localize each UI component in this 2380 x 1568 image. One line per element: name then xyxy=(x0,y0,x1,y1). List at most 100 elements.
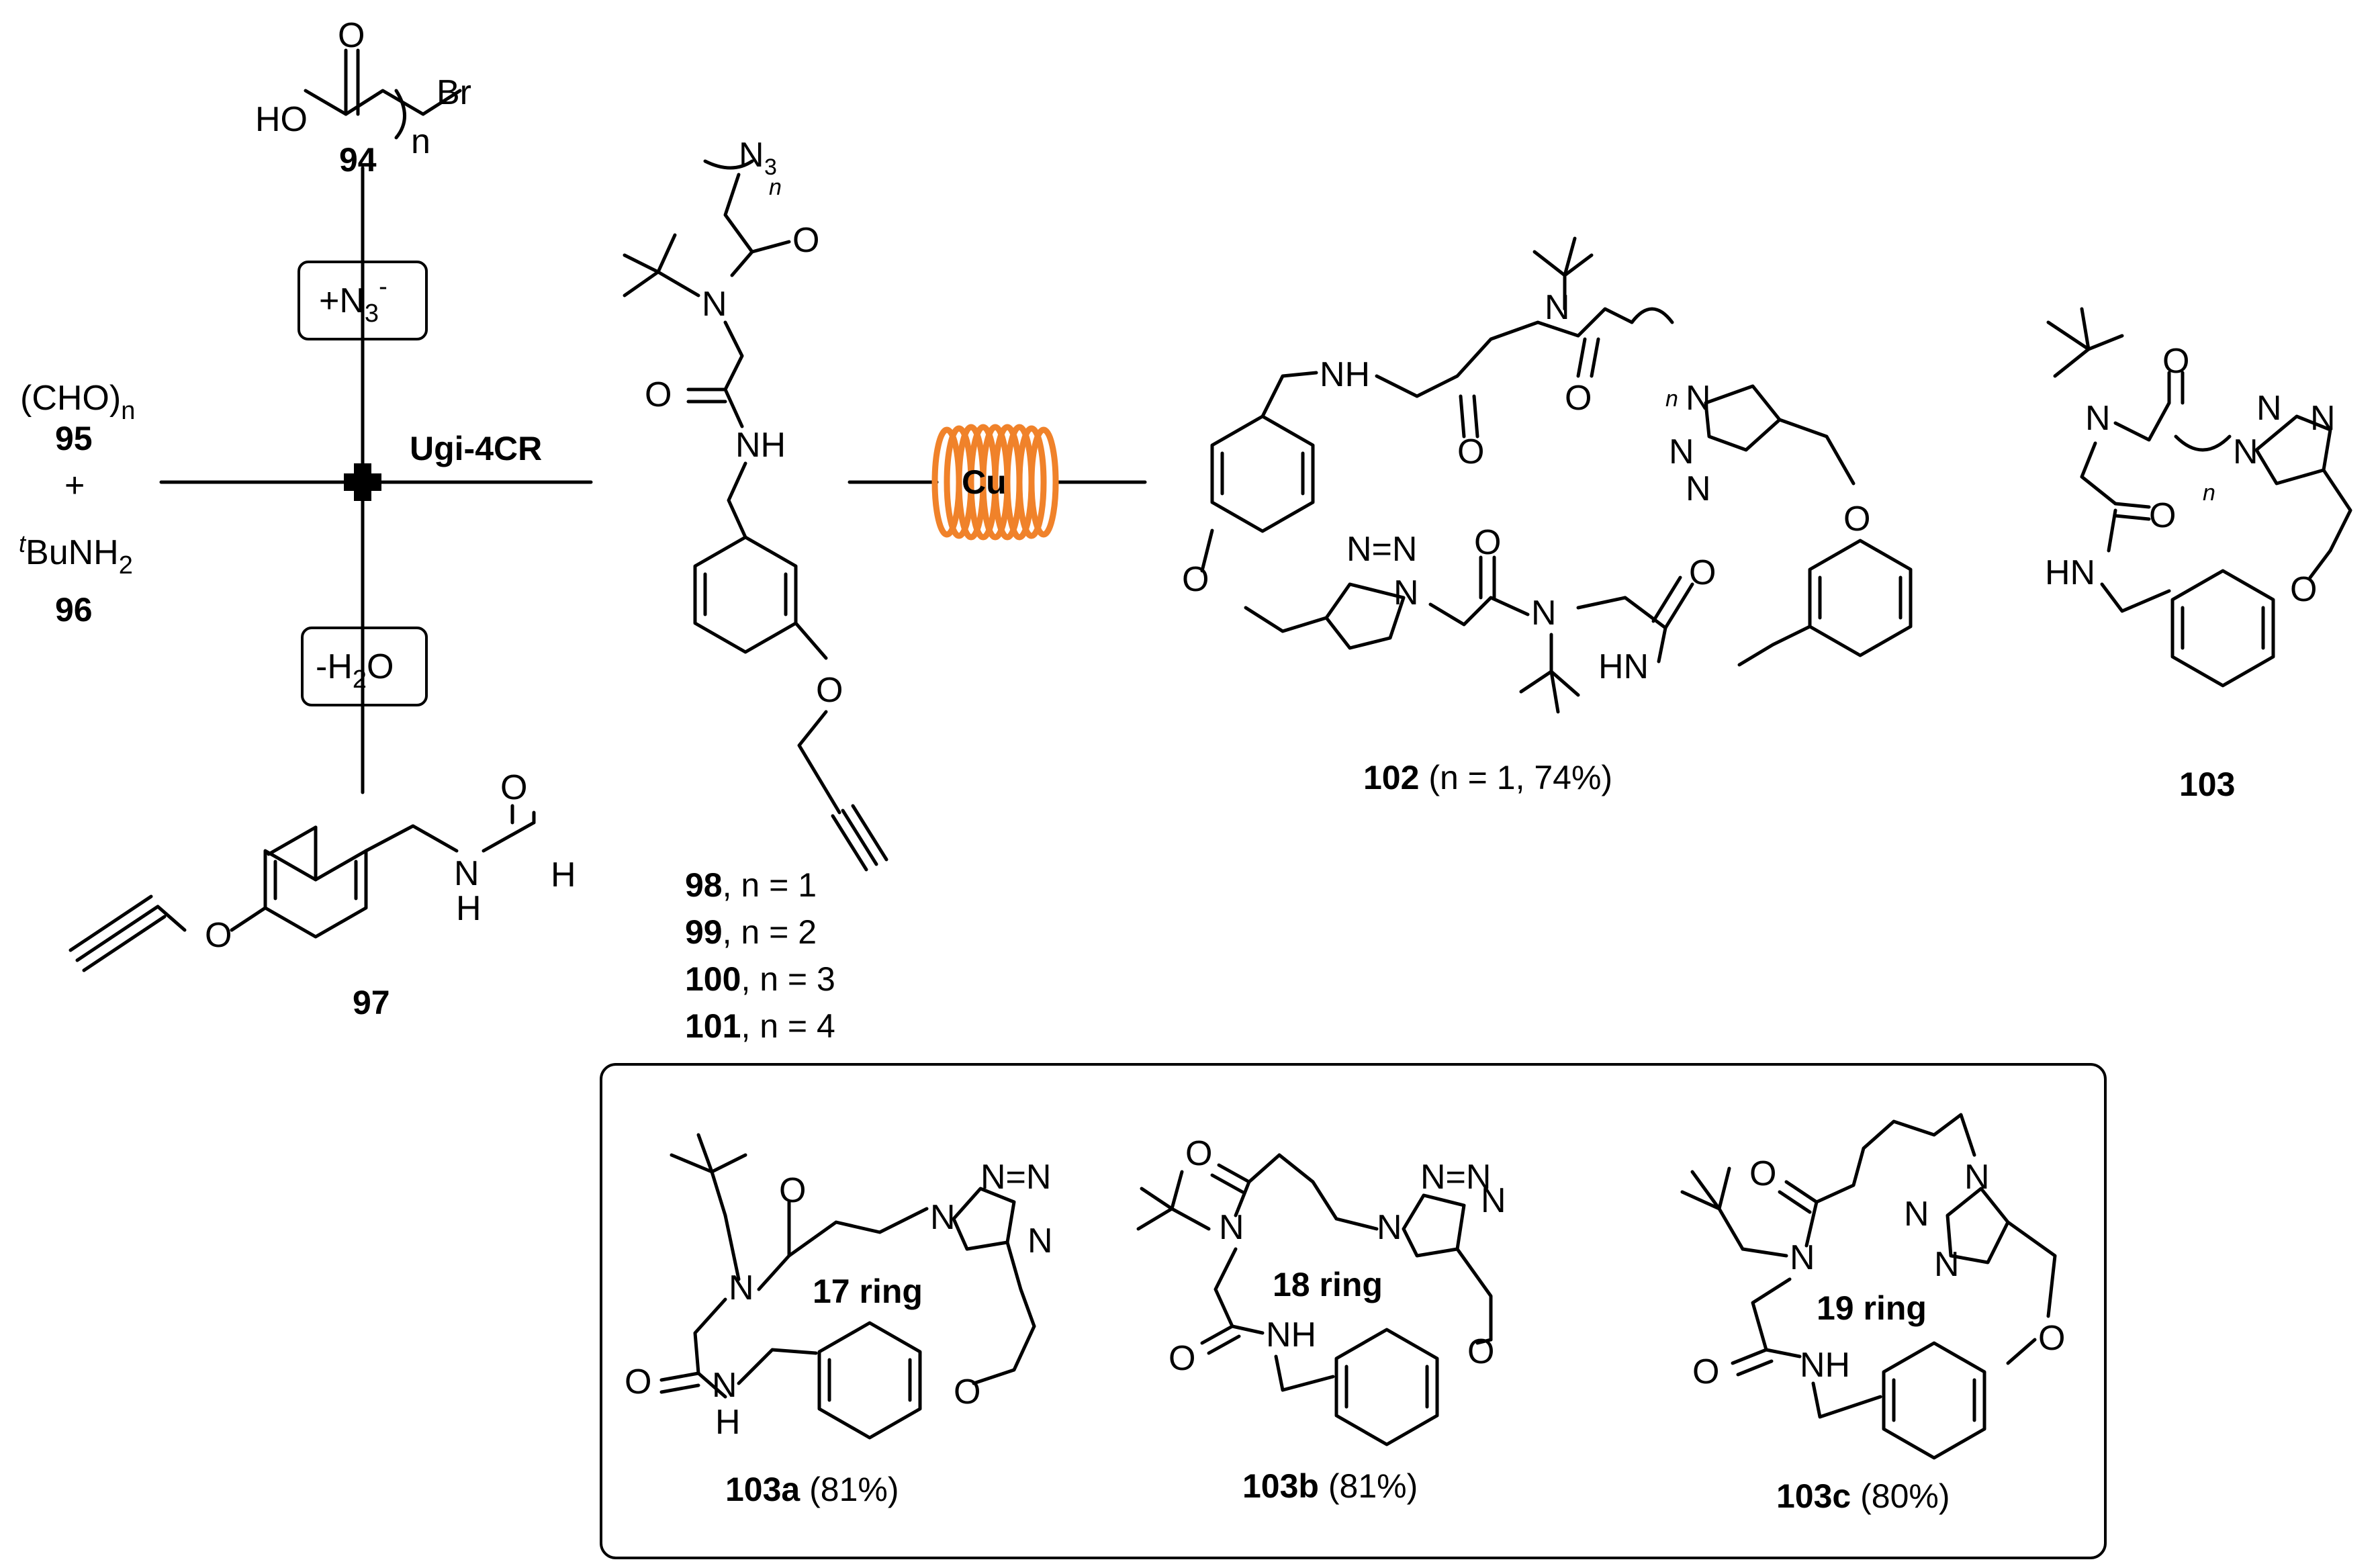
svg-text:O: O xyxy=(2162,342,2189,381)
svg-text:(CHO)n: (CHO)n xyxy=(20,379,135,425)
svg-text:N: N xyxy=(2085,399,2111,438)
svg-text:+N3-: +N3- xyxy=(319,273,387,328)
examples-box xyxy=(600,1063,2107,1559)
svg-text:O: O xyxy=(205,916,232,955)
svg-text:-H2O: -H2O xyxy=(316,647,394,694)
reactant-97: O O H N H 97 xyxy=(68,768,576,1021)
intermediate-98-101: N 3 n O N O NH O xyxy=(623,136,888,872)
product-103a: N O N N=N N 17 ring O N H O 103a (81%) xyxy=(625,1133,1053,1508)
svg-text:N: N xyxy=(454,854,479,893)
svg-text:17 ring: 17 ring xyxy=(813,1273,923,1310)
svg-text:N: N xyxy=(1219,1208,1244,1247)
svg-text:HN: HN xyxy=(2045,553,2095,592)
svg-text:H: H xyxy=(551,856,576,894)
svg-text:O: O xyxy=(338,16,365,55)
svg-text:N: N xyxy=(1934,1245,1960,1284)
svg-text:n: n xyxy=(1665,386,1678,412)
svg-text:N: N xyxy=(702,285,727,324)
svg-text:NH: NH xyxy=(735,426,786,465)
svg-text:O: O xyxy=(1692,1352,1719,1391)
svg-text:19 ring: 19 ring xyxy=(1817,1289,1927,1327)
svg-text:O: O xyxy=(1457,432,1484,471)
svg-text:N: N xyxy=(930,1198,956,1237)
svg-text:Br: Br xyxy=(437,73,471,112)
svg-text:N: N xyxy=(1027,1221,1053,1260)
svg-text:N=N: N=N xyxy=(980,1158,1051,1197)
svg-text:O: O xyxy=(954,1373,980,1412)
svg-text:O: O xyxy=(779,1171,806,1210)
product-103: N O n N N N O HN O 103 xyxy=(2045,307,2352,803)
svg-text:N=N: N=N xyxy=(1420,1158,1491,1197)
svg-text:O: O xyxy=(1474,523,1501,562)
copper-catalyst-icon: Cu xyxy=(848,424,1147,541)
svg-text:3: 3 xyxy=(764,154,777,180)
svg-text:O: O xyxy=(500,768,527,807)
svg-text:N: N xyxy=(1790,1238,1815,1277)
svg-text:N: N xyxy=(1531,594,1557,633)
svg-text:NH: NH xyxy=(1800,1346,1850,1385)
svg-text:95: 95 xyxy=(55,420,93,457)
plus-sign: + xyxy=(64,466,85,505)
svg-text:N: N xyxy=(1669,432,1694,471)
svg-text:N: N xyxy=(1686,469,1711,508)
svg-text:103: 103 xyxy=(2179,766,2235,803)
svg-text:O: O xyxy=(1689,553,1716,592)
svg-text:NH: NH xyxy=(1266,1316,1316,1354)
product-103c: N O N N N 19 ring O NH O 103c (80%) xyxy=(1680,1113,2065,1515)
svg-text:O: O xyxy=(1185,1134,1212,1173)
svg-text:NH: NH xyxy=(1320,355,1370,394)
svg-text:N: N xyxy=(712,1366,737,1405)
svg-text:n: n xyxy=(769,175,782,200)
svg-text:H: H xyxy=(456,889,482,928)
svg-text:O: O xyxy=(1169,1339,1195,1378)
azide-step-box: +N3- xyxy=(298,261,428,340)
svg-text:N=N: N=N xyxy=(1346,530,1417,569)
plus-icon xyxy=(344,463,381,501)
svg-text:Cu: Cu xyxy=(962,463,1007,501)
svg-text:N: N xyxy=(1377,1208,1402,1247)
svg-text:N: N xyxy=(739,136,764,175)
svg-text:HO: HO xyxy=(255,100,308,139)
svg-text:n: n xyxy=(2203,480,2215,506)
svg-text:O: O xyxy=(1565,379,1592,418)
product-103b: N O N N=N N 18 ring O NH O 103b (81%) xyxy=(1136,1134,1506,1505)
svg-text:O: O xyxy=(816,671,843,710)
svg-text:102 (n = 1, 74%): 102 (n = 1, 74%) xyxy=(1363,759,1612,796)
svg-text:N: N xyxy=(1393,573,1419,612)
svg-text:101, n = 4: 101, n = 4 xyxy=(685,1007,835,1045)
svg-text:O: O xyxy=(645,375,672,414)
svg-text:O: O xyxy=(792,221,819,260)
svg-text:18 ring: 18 ring xyxy=(1273,1266,1383,1303)
product-102: NH O N O n N N N O HN O N O xyxy=(1182,236,1913,796)
svg-text:O: O xyxy=(1749,1154,1776,1193)
svg-text:97: 97 xyxy=(353,984,390,1021)
reactant-96: tBuNH2 96 xyxy=(19,530,133,629)
svg-text:O: O xyxy=(2038,1319,2065,1358)
water-step-box: -H2O xyxy=(301,627,428,706)
svg-text:N: N xyxy=(1481,1181,1506,1220)
reactant-94: O HO Br n 94 xyxy=(255,16,471,179)
ugi-crosshair xyxy=(159,166,593,794)
svg-text:96: 96 xyxy=(55,591,93,629)
svg-text:99, n = 2: 99, n = 2 xyxy=(685,913,817,951)
svg-text:N: N xyxy=(1904,1195,1929,1234)
svg-text:O: O xyxy=(2149,496,2176,535)
svg-text:98, n = 1: 98, n = 1 xyxy=(685,866,817,904)
svg-text:n: n xyxy=(411,122,430,161)
svg-text:H: H xyxy=(715,1403,741,1442)
svg-text:94: 94 xyxy=(339,141,377,179)
intermediate-labels: 98, n = 1 99, n = 2 100, n = 3 101, n = … xyxy=(685,866,835,1045)
svg-text:N: N xyxy=(2256,389,2282,428)
svg-text:O: O xyxy=(1843,500,1870,539)
svg-text:tBuNH2: tBuNH2 xyxy=(19,530,133,580)
ugi-label: Ugi-4CR xyxy=(410,430,542,467)
svg-text:HN: HN xyxy=(1598,647,1649,686)
svg-text:O: O xyxy=(625,1363,651,1401)
svg-text:103c (80%): 103c (80%) xyxy=(1776,1477,1950,1515)
reactant-95: (CHO)n 95 xyxy=(20,379,135,457)
svg-text:103a (81%): 103a (81%) xyxy=(725,1471,899,1508)
svg-text:103b (81%): 103b (81%) xyxy=(1242,1467,1418,1505)
svg-text:100, n = 3: 100, n = 3 xyxy=(685,960,835,998)
svg-text:N: N xyxy=(2310,399,2336,438)
